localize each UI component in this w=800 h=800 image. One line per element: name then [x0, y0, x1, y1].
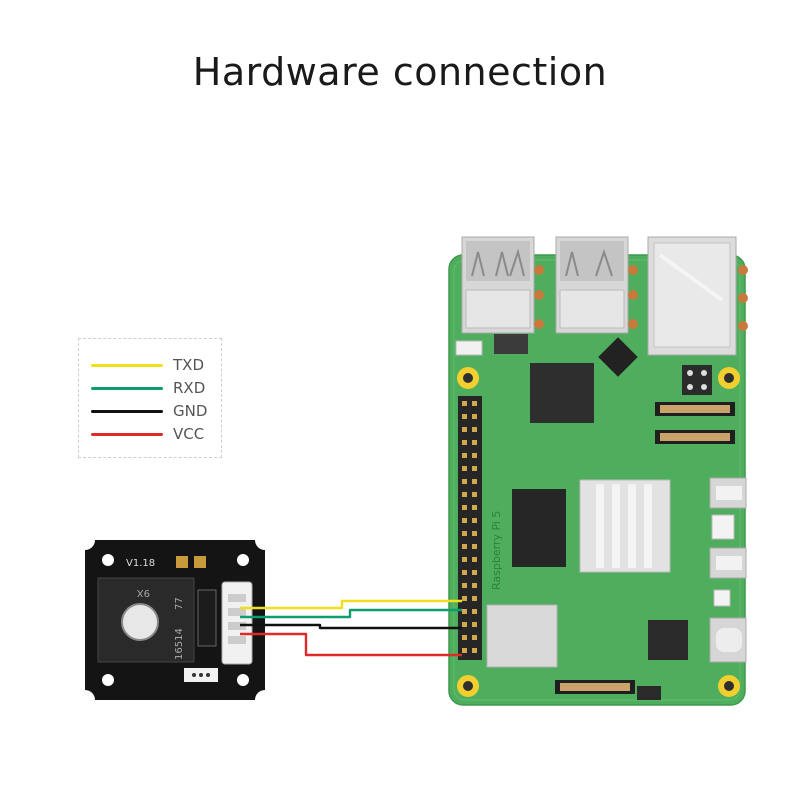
chip-marking-3: 9X — [137, 587, 150, 598]
gpio-pin — [472, 609, 477, 614]
wire-legend: TXD RXD GND VCC — [78, 338, 222, 458]
gpio-pin — [462, 518, 467, 523]
gpio-pin — [462, 583, 467, 588]
gpio-pin — [472, 505, 477, 510]
gpio-pin — [462, 596, 467, 601]
wire-rxd — [240, 608, 462, 619]
legend-swatch-rxd — [91, 386, 163, 390]
legend-item-vcc: VCC — [91, 424, 204, 444]
sensor-window — [121, 603, 159, 641]
wire-gnd — [240, 623, 462, 630]
wire-txd — [240, 599, 462, 610]
gpio-pin — [462, 492, 467, 497]
legend-label-rxd: RXD — [173, 379, 206, 397]
chip-marking-1: 16514 — [174, 628, 185, 660]
power-button — [637, 686, 661, 700]
legend-item-gnd: GND — [91, 401, 207, 421]
legend-label-txd: TXD — [173, 356, 204, 374]
gpio-header — [458, 396, 482, 660]
gpio-pin — [462, 453, 467, 458]
gpio-pin — [462, 401, 467, 406]
rf-chip — [598, 337, 638, 377]
gpio-pin — [472, 492, 477, 497]
gpio-pin — [472, 557, 477, 562]
ram-chip — [512, 489, 566, 567]
gpio-pin — [472, 453, 477, 458]
gpio-pin — [462, 414, 467, 419]
gpio-pin — [472, 648, 477, 653]
gpio-pin — [462, 557, 467, 562]
gpio-pin — [472, 570, 477, 575]
gpio-pin — [472, 479, 477, 484]
pmic-chip — [648, 620, 688, 660]
legend-swatch-txd — [91, 363, 163, 367]
ethernet-port — [647, 236, 737, 356]
gpio-pin — [462, 622, 467, 627]
usb-solder-pads — [534, 265, 748, 331]
gpio-pin — [472, 622, 477, 627]
gpio-pin — [462, 427, 467, 432]
jumper-header — [682, 365, 712, 395]
module-version-label: V1.18 — [126, 558, 155, 569]
gpio-pin — [472, 544, 477, 549]
gpio-pin — [472, 531, 477, 536]
gpio-pin — [472, 583, 477, 588]
mounting-holes — [457, 367, 740, 697]
gpio-pin — [472, 466, 477, 471]
usb-port-1 — [461, 236, 535, 334]
gpio-pin — [472, 401, 477, 406]
legend-label-gnd: GND — [173, 402, 208, 420]
gpio-pin — [462, 635, 467, 640]
raspberry-pi-board: Raspberry Pi 5 — [448, 236, 748, 706]
gpio-pin — [462, 466, 467, 471]
gpio-pin — [462, 570, 467, 575]
chip-marking-2: 77 — [174, 597, 185, 610]
fan-connector — [455, 340, 483, 356]
gpio-pin — [462, 531, 467, 536]
usb-3-chip — [486, 604, 558, 668]
wireless-chip — [530, 363, 594, 423]
gpio-pin — [462, 609, 467, 614]
gpio-pin — [462, 440, 467, 445]
usb-port-2 — [555, 236, 629, 334]
wires — [240, 599, 462, 657]
legend-label-vcc: VCC — [173, 425, 205, 443]
uart-connector — [711, 514, 735, 540]
legend-item-txd: TXD — [91, 355, 204, 375]
sensor-module: V1.18 9X 16514 77 — [75, 530, 275, 710]
gpio-pin — [472, 635, 477, 640]
gpio-pin — [472, 518, 477, 523]
diagram-title: Hardware connection — [192, 50, 608, 94]
pi-silkscreen-label: Raspberry Pi 5 — [490, 511, 503, 590]
gpio-pin — [472, 596, 477, 601]
gpio-pin — [462, 505, 467, 510]
soc-heatsink — [579, 479, 671, 573]
gpio-pin — [472, 440, 477, 445]
gpio-pins — [462, 401, 477, 653]
gpio-pin — [472, 414, 477, 419]
gpio-pin — [462, 544, 467, 549]
gpio-pin — [472, 427, 477, 432]
legend-swatch-vcc — [91, 432, 163, 436]
wire-vcc — [240, 632, 462, 657]
small-chip — [494, 334, 528, 354]
gpio-pin — [462, 479, 467, 484]
legend-item-rxd: RXD — [91, 378, 205, 398]
legend-swatch-gnd — [91, 409, 163, 413]
rtc-connector — [713, 589, 731, 607]
gpio-pin — [462, 648, 467, 653]
